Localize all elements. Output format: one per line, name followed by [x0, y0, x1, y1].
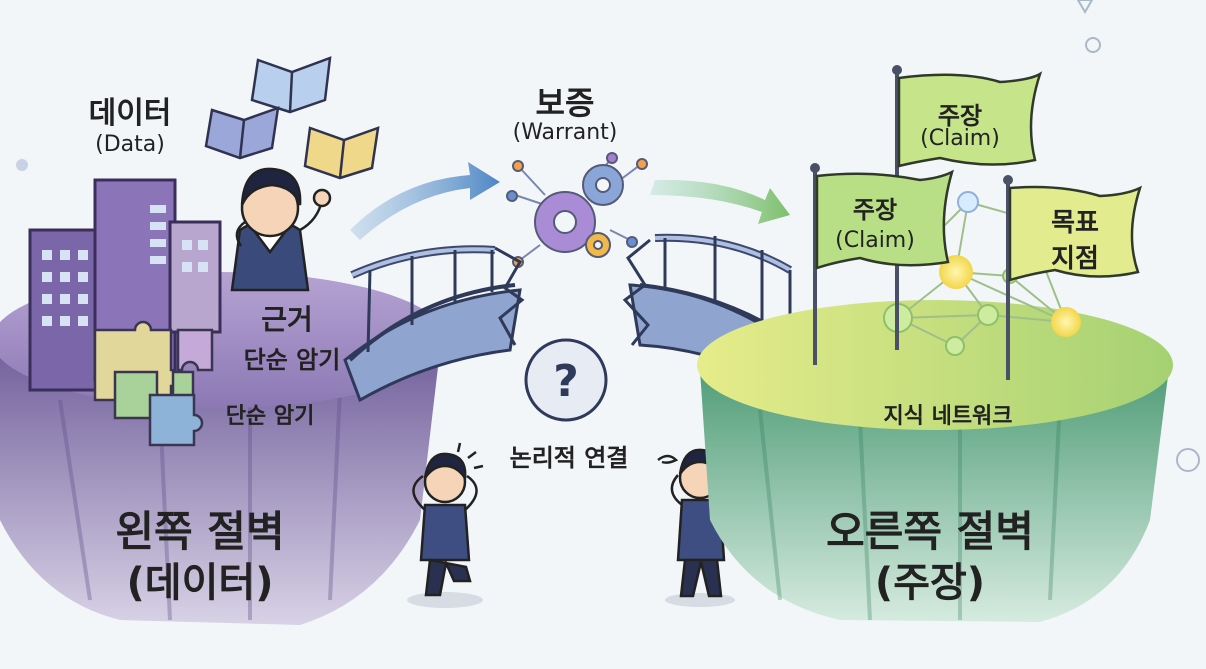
data-label: 데이터 [88, 96, 172, 131]
grounds-label: 근거 [261, 303, 313, 336]
claim-flag-left-label-english: (Claim) [835, 228, 915, 253]
knowledge-network-label: 지식 네트워크 [883, 404, 1013, 429]
svg-text:?: ? [553, 356, 579, 407]
right-cliff-title: 오른쪽 절벽 [826, 507, 1034, 556]
arrow-to-warrant-icon [350, 162, 500, 240]
goal-flag-label-line1: 목표 [1051, 208, 1099, 238]
student-thinking-icon [230, 167, 332, 292]
puzzle-pieces-icon [93, 320, 214, 447]
rote-memorization-label-1: 단순 암기 [243, 346, 341, 374]
claim-flag-top-label-english: (Claim) [920, 126, 1000, 151]
right-cliff-subtitle: (주장) [874, 560, 986, 606]
claim-flag-left [810, 163, 955, 365]
knowledge-network-icon [883, 191, 1081, 356]
logical-connection-label: 논리적 연결 [509, 444, 629, 472]
arrow-to-claim-icon [650, 179, 790, 224]
question-mark-icon: ? [524, 338, 608, 422]
background-decorations [16, 0, 1200, 472]
flying-books-icon [204, 56, 380, 180]
confused-student-left-icon [407, 442, 484, 608]
claim-flag-top-label: 주장 [937, 102, 983, 130]
goal-flag [1003, 175, 1143, 380]
warrant-label-english: (Warrant) [512, 120, 618, 145]
warrant-label: 보증 [535, 84, 595, 122]
left-cliff-subtitle: (데이터) [126, 560, 274, 606]
left-broken-bridge [343, 245, 525, 403]
data-label-english: (Data) [95, 132, 165, 157]
gears-network-icon [506, 152, 648, 268]
goal-flag-label-line2: 지점 [1051, 244, 1099, 274]
rote-memorization-label-2: 단순 암기 [225, 404, 315, 429]
left-cliff-title: 왼쪽 절벽 [115, 507, 285, 556]
claim-flag-left-label: 주장 [852, 196, 898, 224]
